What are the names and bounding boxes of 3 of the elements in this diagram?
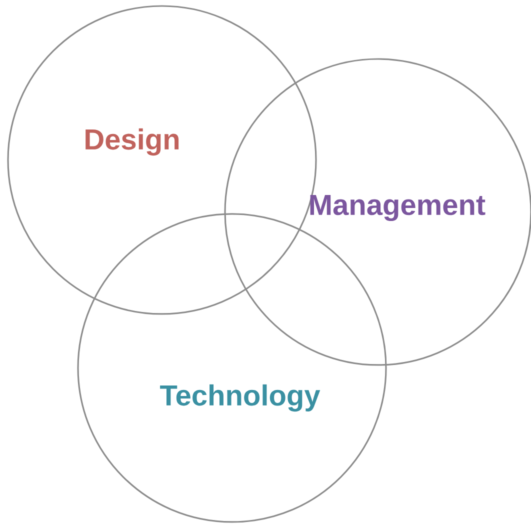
venn-label: Management — [310, 194, 486, 222]
venn-label: Technology — [160, 384, 320, 412]
venn-label: Design — [86, 128, 179, 156]
